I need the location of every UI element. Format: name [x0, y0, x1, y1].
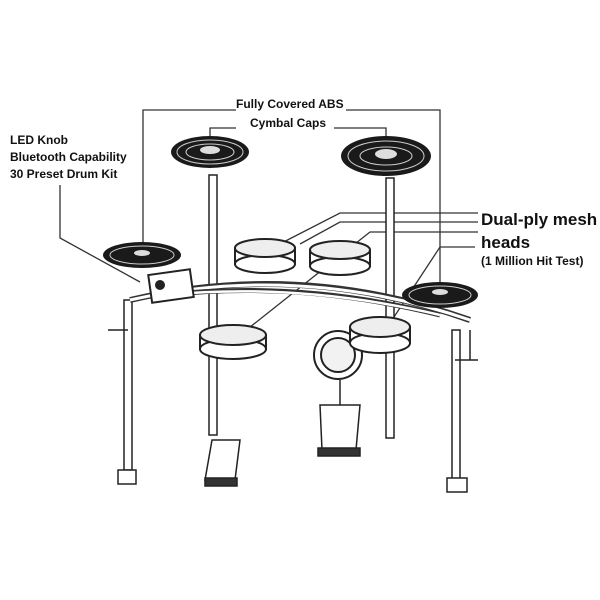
floor-tom — [349, 316, 411, 354]
cymbal-right-crash — [341, 136, 431, 176]
cymbal-left-crash — [171, 136, 249, 168]
drums — [147, 238, 411, 380]
pedals — [204, 380, 361, 487]
cymbals — [103, 136, 478, 308]
tom-right — [309, 240, 371, 276]
cymbal-ride — [402, 282, 478, 308]
callout-cymbal-line2: Cymbal Caps — [250, 116, 327, 130]
callout-mesh-line2: heads — [481, 233, 531, 252]
snare — [199, 324, 267, 360]
tom-left — [234, 238, 296, 274]
callout-cymbal-line1: Fully Covered ABS — [236, 97, 344, 111]
callout-module-line1: LED Knob — [10, 133, 68, 147]
callout-module-line3: 30 Preset Drum Kit — [10, 167, 118, 181]
callout-mesh-line3: (1 Million Hit Test) — [481, 254, 584, 268]
drum-module — [147, 268, 195, 304]
callout-module-line2: Bluetooth Capability — [10, 150, 127, 164]
callout-mesh-line1: Dual-ply mesh — [481, 210, 598, 229]
cymbal-hihat — [103, 242, 181, 268]
callout-lines — [59, 109, 478, 336]
